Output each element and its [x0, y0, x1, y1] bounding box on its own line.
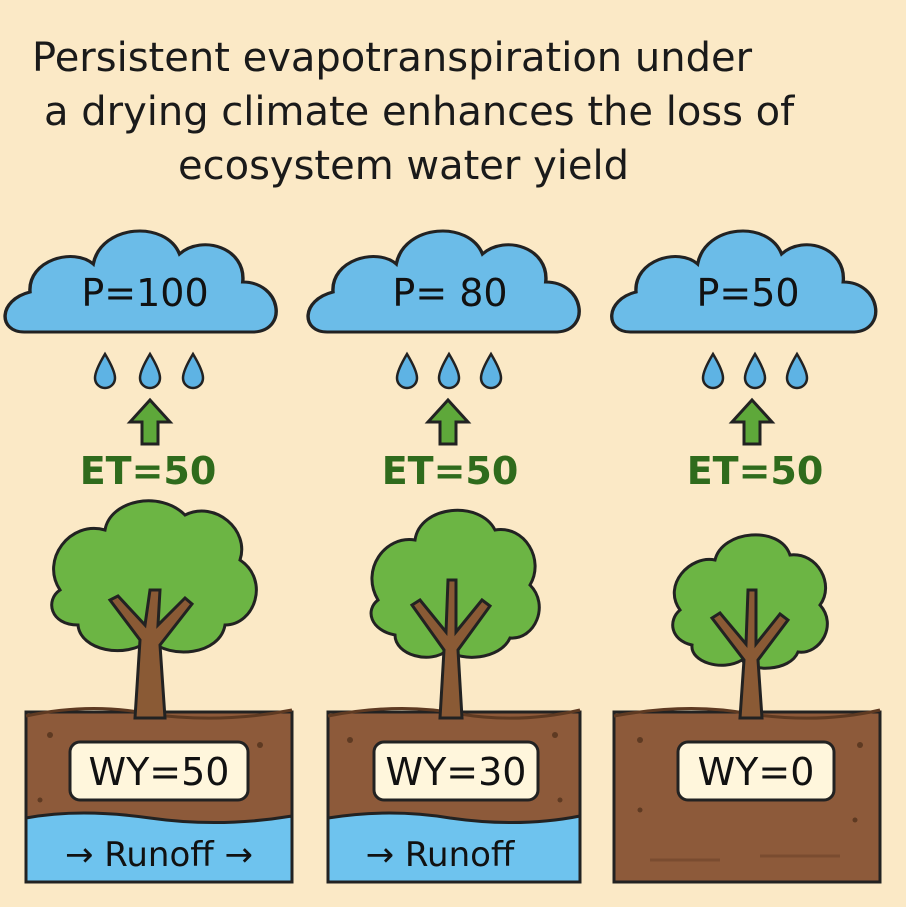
wy-label-3: WY=0: [698, 750, 815, 794]
et-label-2: ET=50: [382, 449, 519, 493]
panel-1: P=100 ET=50 WY=50 → Runoff →: [3, 229, 294, 884]
tree-3: [671, 533, 829, 720]
tree-1: [50, 499, 258, 720]
wy-label-1: WY=50: [89, 750, 230, 794]
wy-box-3: [676, 740, 836, 802]
drop-icon: [181, 352, 205, 390]
rain-drops-2: [395, 352, 503, 390]
wy-box-2: [372, 740, 540, 802]
drop-icon: [743, 352, 767, 390]
drop-icon: [93, 352, 117, 390]
precip-label-2: P= 80: [392, 271, 507, 315]
panel-3: P=50 ET=50 WY=0: [610, 229, 882, 884]
et-label-1: ET=50: [80, 449, 217, 493]
wy-box-1: [68, 740, 250, 802]
et-arrow-icon: [426, 398, 470, 446]
drop-icon: [395, 352, 419, 390]
drop-icon: [479, 352, 503, 390]
et-label-3: ET=50: [687, 449, 824, 493]
et-arrow-icon: [128, 398, 172, 446]
water-layer-1: [24, 811, 294, 884]
water-layer-2: [326, 811, 582, 884]
et-arrow-icon: [730, 398, 774, 446]
rain-drops-1: [93, 352, 205, 390]
precip-label-1: P=100: [81, 271, 208, 315]
rain-drops-3: [701, 352, 809, 390]
drop-icon: [701, 352, 725, 390]
title-line-2: a drying climate enhances the loss of: [44, 89, 795, 135]
title-line-1: Persistent evapotranspiration under: [32, 35, 753, 81]
drop-icon: [785, 352, 809, 390]
title-line-3: ecosystem water yield: [178, 143, 629, 189]
drop-icon: [138, 352, 162, 390]
tree-2: [369, 508, 541, 720]
runoff-label-1: → Runoff →: [65, 835, 253, 875]
precip-label-3: P=50: [696, 271, 799, 315]
panel-2: P= 80 ET=50 WY=30 → Runoff: [306, 229, 582, 884]
wy-label-2: WY=30: [386, 750, 527, 794]
drop-icon: [437, 352, 461, 390]
runoff-label-2: → Runoff: [366, 835, 516, 875]
